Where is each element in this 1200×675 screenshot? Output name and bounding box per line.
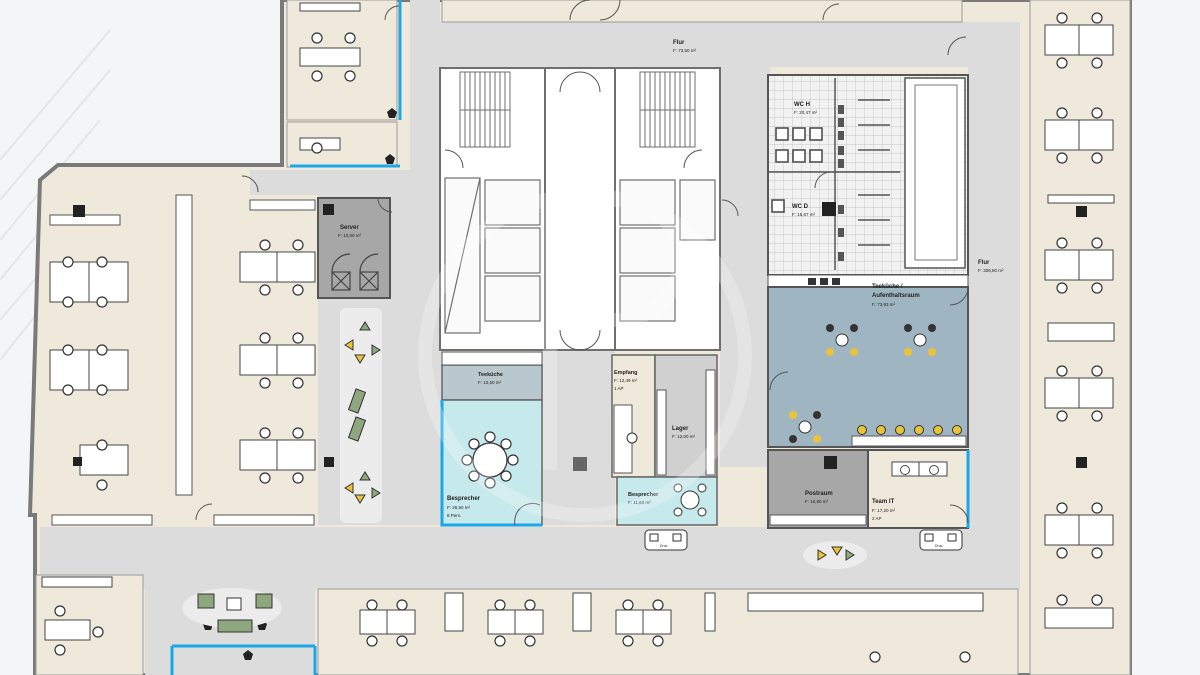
toilets: [838, 105, 844, 261]
corridor-lounge-right: [803, 541, 867, 569]
right-office-desks: [1044, 24, 1115, 629]
flur-top-area: F: 73,50 m²: [673, 48, 697, 53]
besprecher-small-name: Besprecher: [628, 492, 659, 498]
copier-1: Druc: [644, 529, 688, 551]
lounge-name: Teeküche /: [872, 284, 903, 290]
desk-cluster: [49, 251, 316, 476]
doors: [195, 0, 969, 526]
teekueche-small-counter: [441, 351, 543, 366]
postraum-area: F: 16,80 m²: [805, 499, 829, 504]
bottom-office-desks: [41, 576, 984, 641]
right-office-chairs: [1056, 12, 1103, 606]
shaft-inner: [914, 84, 958, 261]
elevator-shafts: [444, 177, 716, 334]
shaft: [904, 77, 966, 269]
lager-area: F: 12,00 m²: [672, 434, 696, 439]
copier-2-label: Druc: [935, 544, 943, 548]
postraum-counter: [769, 514, 867, 526]
small-meeting-table: [673, 483, 707, 517]
team-it-desk: [891, 461, 948, 477]
kitchen-appliances: [808, 278, 840, 285]
lounge-bench: [851, 435, 967, 447]
stairs: [459, 71, 696, 148]
teekueche-small-name: Teeküche: [478, 372, 503, 378]
lounge-tables: [789, 324, 936, 443]
printer-squares: [73, 206, 1087, 471]
lager-name: Lager: [672, 426, 689, 432]
flur-top-name: Flur: [673, 40, 685, 46]
top-office-chairs: [311, 32, 356, 154]
watermark-logo: [418, 188, 752, 522]
teekueche-small-room: [441, 364, 543, 401]
glass-walls: [170, 0, 402, 675]
flur-right-name: Flur: [978, 260, 990, 266]
wc-d-fixture: [822, 202, 836, 216]
team-it-area: F: 17,20 m²: [872, 508, 896, 513]
teekueche-small-area: F: 10,50 m²: [478, 380, 502, 385]
postraum-name: Postraum: [805, 491, 833, 497]
lounge-name-line2: Aufenthaltsraum: [872, 293, 920, 299]
flur-right-area: F: 306,80 m²: [978, 268, 1004, 273]
copier-1-label: Druc: [660, 544, 668, 548]
storage-shelves: [656, 369, 716, 476]
besprecher-small-area: F: 11,60 m²: [628, 500, 651, 505]
server-cabinets: [331, 253, 379, 291]
empfang-area: F: 12,49 m²: [614, 378, 638, 383]
copier-2: Druc: [919, 529, 963, 551]
server-room-area: F: 10,00 m²: [338, 233, 362, 238]
team-it-name: Team IT: [872, 499, 895, 505]
office-chairs: [62, 239, 304, 491]
wc-d-name: WC D: [792, 204, 809, 210]
corridor-lounge-left: [340, 308, 382, 523]
empfang-note: 1 AP: [614, 386, 624, 391]
wc-d-area: F: 15,67 m²: [792, 212, 816, 217]
printer-left: [73, 205, 85, 217]
team-it-note: 2 AP: [872, 516, 882, 521]
lounge-area: F: 73,93 m²: [872, 302, 896, 307]
wash-basins: [771, 127, 823, 213]
server-rack: [323, 204, 334, 215]
kitchen-counter: [767, 274, 969, 288]
round-meeting-table: [461, 431, 519, 489]
lounge-sofa-group: [197, 593, 273, 633]
wc-h-area: F: 20,47 m²: [794, 110, 818, 115]
left-office-shelves: [49, 194, 316, 526]
besprecher-big-area: F: 26,60 m²: [447, 505, 471, 510]
bar-stools: [857, 425, 962, 435]
wc-partitions: [768, 78, 900, 270]
empfang-name: Empfang: [614, 370, 638, 376]
wc-h-name: WC H: [794, 102, 810, 108]
besprecher-big-note: 8 Pers.: [447, 513, 461, 518]
besprecher-big-name: Besprecher: [447, 496, 481, 502]
server-room-name: Server: [340, 225, 359, 231]
reception-chair: [626, 432, 638, 444]
bottom-office-chairs: [54, 599, 971, 663]
postraum-rack: [824, 456, 837, 469]
lounge-seats-left: [344, 321, 381, 504]
lounge-room: [767, 286, 969, 448]
besprecher-big-glass: [440, 400, 542, 527]
lounge-seats-right: [817, 546, 855, 561]
